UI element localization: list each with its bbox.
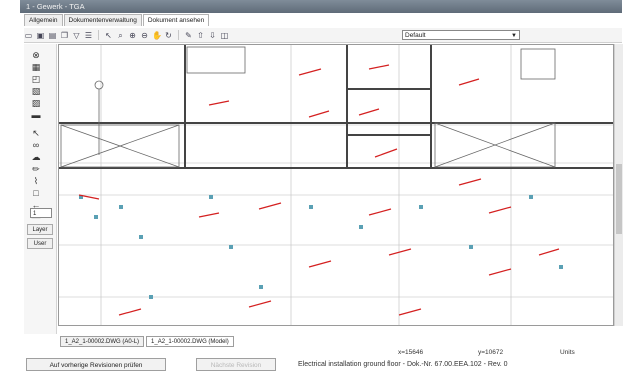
eraser-icon[interactable]: ▬ — [31, 110, 41, 120]
copy-icon[interactable]: ❐ — [60, 30, 69, 40]
layers-icon[interactable]: ◫ — [220, 30, 229, 40]
layer-dropdown-value: Default — [405, 32, 426, 39]
refresh-icon[interactable]: ↻ — [165, 30, 172, 40]
rectangle-icon[interactable]: □ — [33, 188, 39, 198]
open-folder-icon[interactable]: ▭ — [24, 30, 33, 40]
zoom-in-icon[interactable]: ⊕ — [129, 30, 136, 40]
y-coordinate: y=10672 — [478, 349, 504, 356]
toolbar-separator — [98, 30, 99, 40]
pointer-icon[interactable]: ↖ — [32, 128, 40, 138]
zoom-level-value: 1 — [33, 211, 37, 217]
layer-button[interactable]: Layer — [27, 224, 53, 235]
properties-icon[interactable]: ☰ — [84, 30, 93, 40]
cloud-icon[interactable]: ☁ — [31, 152, 41, 162]
tab-dokument-ansehen[interactable]: Dokument ansehen — [142, 14, 210, 26]
save-icon[interactable]: ▣ — [36, 30, 45, 40]
main-tabs: Allgemein Dokumentenverwaltung Dokument … — [24, 14, 210, 26]
disabled-revision-button[interactable]: Nächste Revision — [196, 358, 276, 371]
chevron-down-icon: ▼ — [511, 33, 517, 39]
floor-plan-drawing — [59, 45, 613, 325]
layout-tabs: 1_A2_1-00002.DWG (A0-L) 1_A2_1-00002.DWG… — [60, 336, 234, 347]
document-info: Electrical installation ground floor - D… — [298, 361, 508, 368]
zoom-window-icon[interactable]: ⌕ — [118, 30, 123, 40]
polyline-icon[interactable]: ⌇ — [33, 176, 39, 186]
window-titlebar: 1 - Gewerk - TGA — [20, 0, 622, 13]
grid-icon[interactable]: ▦ — [31, 62, 41, 72]
tab-allgemein[interactable]: Allgemein — [24, 14, 63, 26]
user-button[interactable]: User — [27, 238, 53, 249]
tab-dokumentenverwaltung[interactable]: Dokumentenverwaltung — [63, 14, 142, 26]
select-icon[interactable]: ↖ — [105, 30, 112, 40]
zoom-level-select[interactable]: 1 — [30, 208, 52, 218]
markup-pen-icon[interactable]: ✎ — [185, 30, 192, 40]
image-icon[interactable]: ▨ — [31, 98, 41, 108]
scrollbar-thumb[interactable] — [616, 164, 622, 234]
window-title: 1 - Gewerk - TGA — [26, 2, 85, 11]
zoom-extents-icon[interactable]: ⊗ — [32, 50, 40, 60]
x-coordinate: x=15646 — [398, 349, 424, 356]
measure-icon[interactable]: ∞ — [32, 140, 40, 150]
drawing-canvas[interactable] — [58, 44, 614, 326]
viewer-toolbar: ▭ ▣ ▤ ❐ ▽ ☰ ↖ ⌕ ⊕ ⊖ ✋ ↻ ✎ ⇧ ⇩ ◫ — [24, 28, 622, 43]
toolbar-separator — [178, 30, 179, 40]
check-revisions-button[interactable]: Auf vorherige Revisionen prüfen — [26, 358, 166, 371]
arrow-up-icon[interactable]: ⇧ — [197, 30, 204, 40]
arrow-down-icon[interactable]: ⇩ — [209, 30, 216, 40]
pencil-icon[interactable]: ✏ — [32, 164, 40, 174]
layout-tab-a0[interactable]: 1_A2_1-00002.DWG (A0-L) — [60, 336, 145, 347]
left-tool-palette: ⊗ ▦ ◰ ▧ ▨ ▬ ↖ ∞ ☁ ✏ ⌇ □ ← — — [24, 44, 57, 334]
zoom-out-icon[interactable]: ⊖ — [141, 30, 148, 40]
vertical-scrollbar[interactable] — [614, 44, 623, 326]
layout-tab-model[interactable]: 1_A2_1-00002.DWG (Model) — [146, 336, 234, 347]
arrow-left-icon[interactable]: ← — [31, 200, 41, 210]
print-icon[interactable]: ▤ — [48, 30, 57, 40]
layer-dropdown[interactable]: Default ▼ — [402, 30, 520, 40]
print-preview-icon[interactable]: ▧ — [31, 86, 41, 96]
pan-hand-icon[interactable]: ✋ — [152, 30, 162, 40]
window-icon[interactable]: ◰ — [31, 74, 41, 84]
filter-icon[interactable]: ▽ — [73, 30, 80, 40]
units-label: Units — [560, 349, 575, 356]
